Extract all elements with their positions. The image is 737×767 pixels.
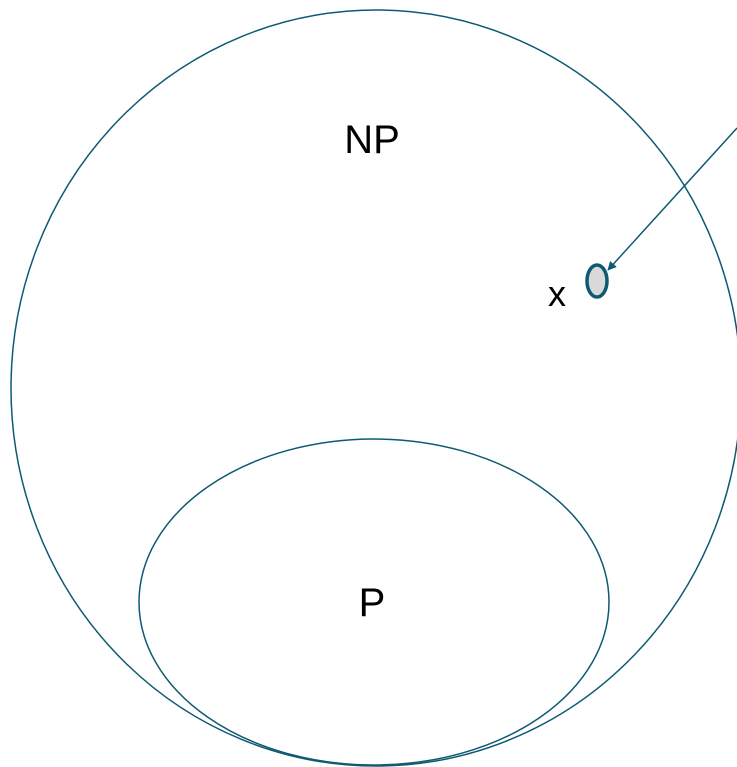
p-label: P (359, 581, 386, 625)
p-set-ellipse (138, 438, 610, 766)
element-x-marker (585, 263, 609, 299)
np-set-ellipse (10, 9, 737, 767)
element-x-label: x (548, 273, 566, 314)
pointer-arrow (607, 127, 737, 271)
np-label: NP (344, 118, 400, 162)
